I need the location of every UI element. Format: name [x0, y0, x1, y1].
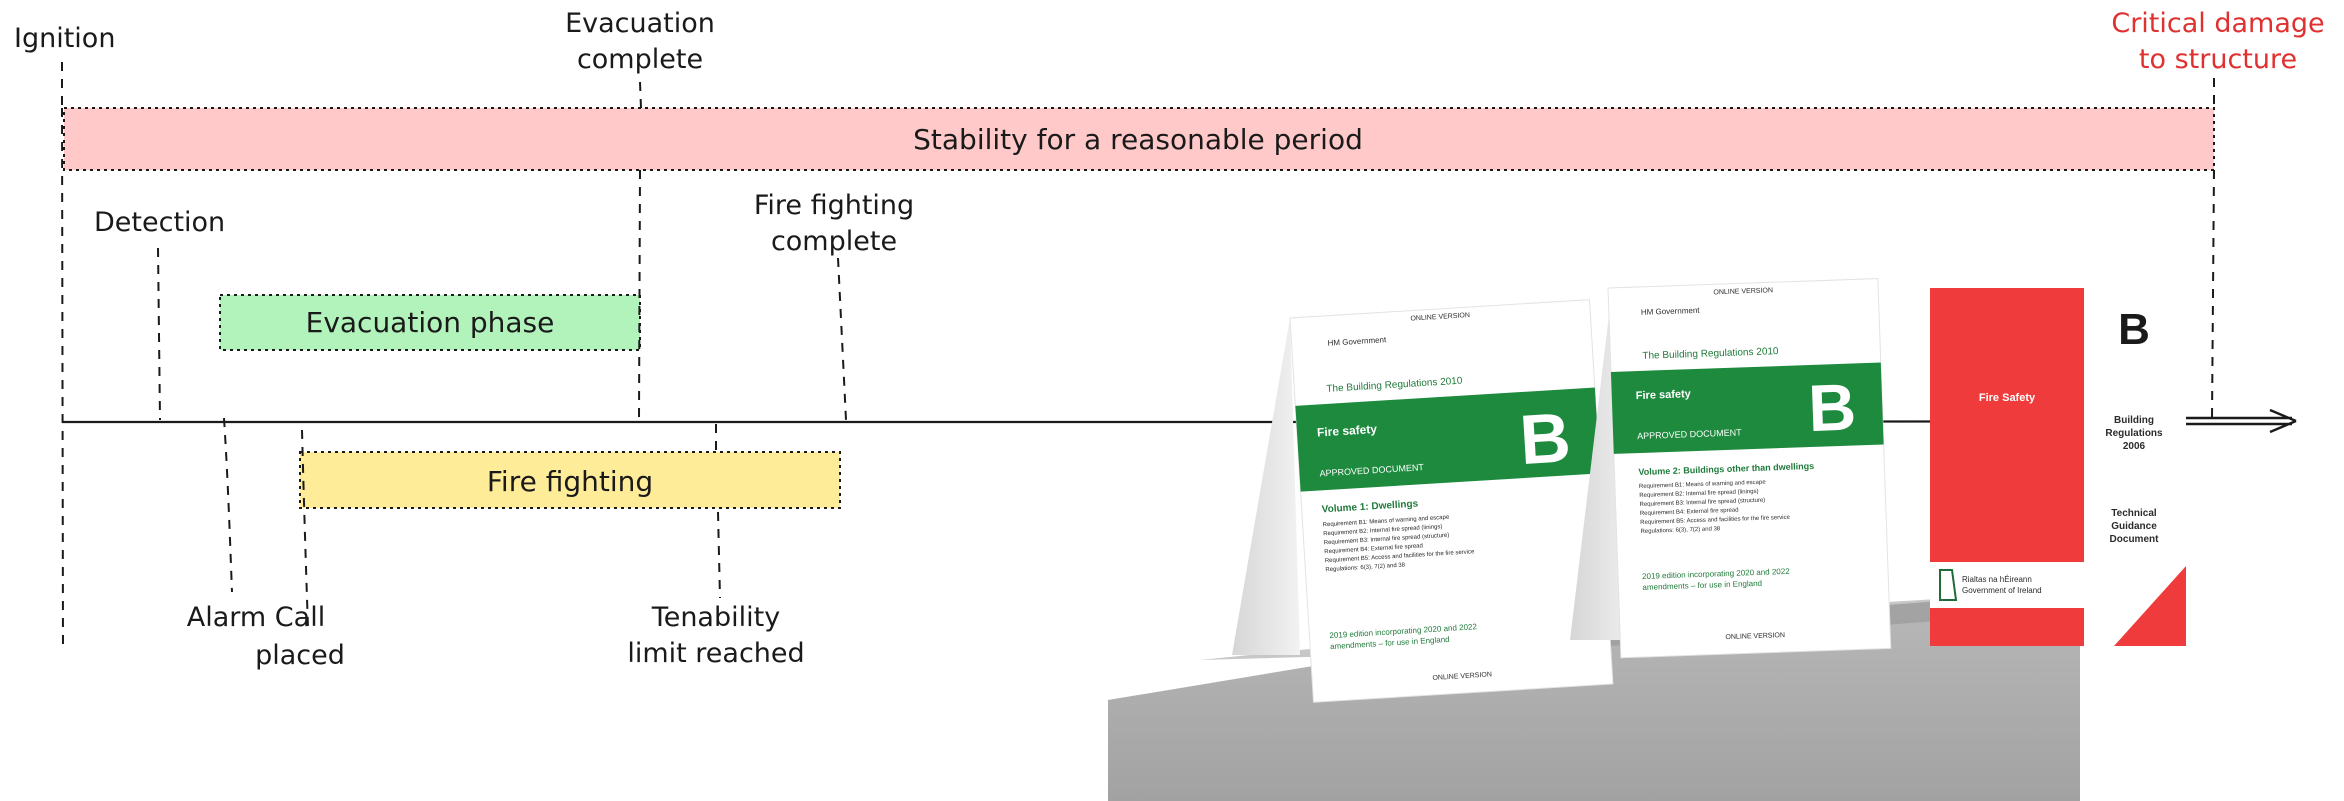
doc2-req-1: Requirement B1: Means of warning and esc… — [1639, 480, 1767, 490]
doc3-type-2: Guidance — [2111, 521, 2157, 532]
doc2-letter: B — [1807, 369, 1857, 445]
tenability-label-line1: Tenability — [651, 602, 780, 633]
doc2-req-4: Requirement B4: External fire spread — [1640, 508, 1739, 517]
fire-fighting-bar — [299, 451, 841, 509]
technical-guidance-document-b: Fire Safety B Building Regulations 2006 … — [1930, 288, 2186, 646]
doc1-green-band — [1295, 387, 1601, 492]
detection-marker-line — [157, 247, 161, 421]
doc2-req-3: Requirement B3: Internal fire spread (st… — [1639, 498, 1765, 508]
doc3-title: Fire Safety — [1979, 392, 2036, 404]
doc1-letter: B — [1518, 398, 1573, 479]
critical-damage-marker-line — [2211, 78, 2215, 419]
doc3-subtitle-2: Regulations — [2105, 428, 2163, 439]
doc2-band-sub: APPROVED DOCUMENT — [1637, 427, 1742, 441]
doc2-req-5: Requirement B5: Access and facilities fo… — [1640, 515, 1791, 526]
phase-bars — [63, 107, 2215, 509]
evacuation-phase-label: Evacuation phase — [306, 306, 555, 339]
doc1-req-6: Regulations: 6(3), 7(2) and 38 — [1325, 562, 1406, 573]
documents-photo: ONLINE VERSION HM Government The Buildin… — [1108, 278, 2186, 801]
critical-damage-label-line1: Critical damage — [2111, 8, 2324, 39]
doc1-org: HM Government — [1327, 335, 1387, 348]
critical-damage-label-line2: to structure — [2139, 44, 2297, 75]
approved-document-b-volume1: ONLINE VERSION HM Government The Buildin… — [1289, 299, 1614, 703]
doc2-header: ONLINE VERSION — [1713, 287, 1773, 296]
doc1-header: ONLINE VERSION — [1410, 312, 1470, 323]
stability-label: Stability for a reasonable period — [913, 123, 1363, 156]
harp-icon — [1939, 569, 1958, 601]
doc3-type-3: Document — [2110, 534, 2160, 545]
ignition-label: Ignition — [14, 23, 115, 54]
doc3-red-corner — [2114, 566, 2186, 646]
evacuation-complete-label-line1: Evacuation — [565, 8, 715, 39]
fire-fighting-label: Fire fighting — [487, 465, 653, 498]
doc3-letter: B — [2118, 305, 2150, 354]
doc3-subtitle-3: 2006 — [2123, 441, 2146, 452]
doc3-type-1: Technical — [2111, 508, 2157, 519]
evacuation-complete-marker-line — [638, 81, 642, 419]
doc1-band-title: Fire safety — [1317, 422, 1378, 440]
detection-label: Detection — [94, 207, 225, 238]
fire-fighting-complete-marker-line — [837, 257, 847, 421]
tenability-marker-line — [715, 424, 721, 599]
doc2-footer: ONLINE VERSION — [1725, 632, 1785, 641]
evacuation-bar — [219, 294, 641, 351]
alarm-call-marker-line — [223, 417, 233, 593]
marker-lines — [61, 62, 2215, 651]
doc1-back-fold — [1232, 318, 1300, 655]
stability-bar — [63, 107, 2215, 171]
alarm-call-label-line2: placed — [255, 640, 345, 671]
fire-fighting-complete-label-line1: Fire fighting — [754, 190, 914, 221]
doc2-edition-2: amendments – for use in England — [1642, 579, 1762, 592]
doc3-govt-2: Government of Ireland — [1962, 586, 2042, 595]
evacuation-complete-label-line2: complete — [577, 44, 703, 75]
doc1-footer: ONLINE VERSION — [1432, 671, 1492, 682]
doc3-subtitle-1: Building — [2114, 415, 2154, 426]
tenability-label-line2: limit reached — [627, 638, 804, 669]
doc2-green-band — [1610, 362, 1884, 454]
approved-document-b-volume2: ONLINE VERSION HM Government The Buildin… — [1607, 278, 1892, 659]
phase-labels: Stability for a reasonable period Evacua… — [306, 123, 1363, 498]
alarm-call-label-line1: Alarm Call — [187, 602, 325, 633]
time-axis — [61, 419, 2181, 424]
axis-arrow-head — [2180, 408, 2297, 434]
doc2-band-title: Fire safety — [1636, 388, 1692, 402]
fire-fighting-complete-label-line2: complete — [771, 226, 897, 257]
doc2-req-2: Requirement B2: Internal fire spread (li… — [1639, 489, 1759, 499]
timeline — [61, 408, 2297, 434]
doc2-req-6: Regulations: 6(3), 7(2) and 38 — [1640, 526, 1721, 535]
ignition-marker-line — [61, 107, 64, 651]
doc2-org: HM Government — [1641, 306, 1701, 317]
doc2-series: The Building Regulations 2010 — [1642, 346, 1779, 362]
doc3-govt-1: Rialtas na hÉireann — [1962, 575, 2032, 584]
event-labels: Ignition Evacuation complete Critical da… — [14, 8, 2325, 671]
